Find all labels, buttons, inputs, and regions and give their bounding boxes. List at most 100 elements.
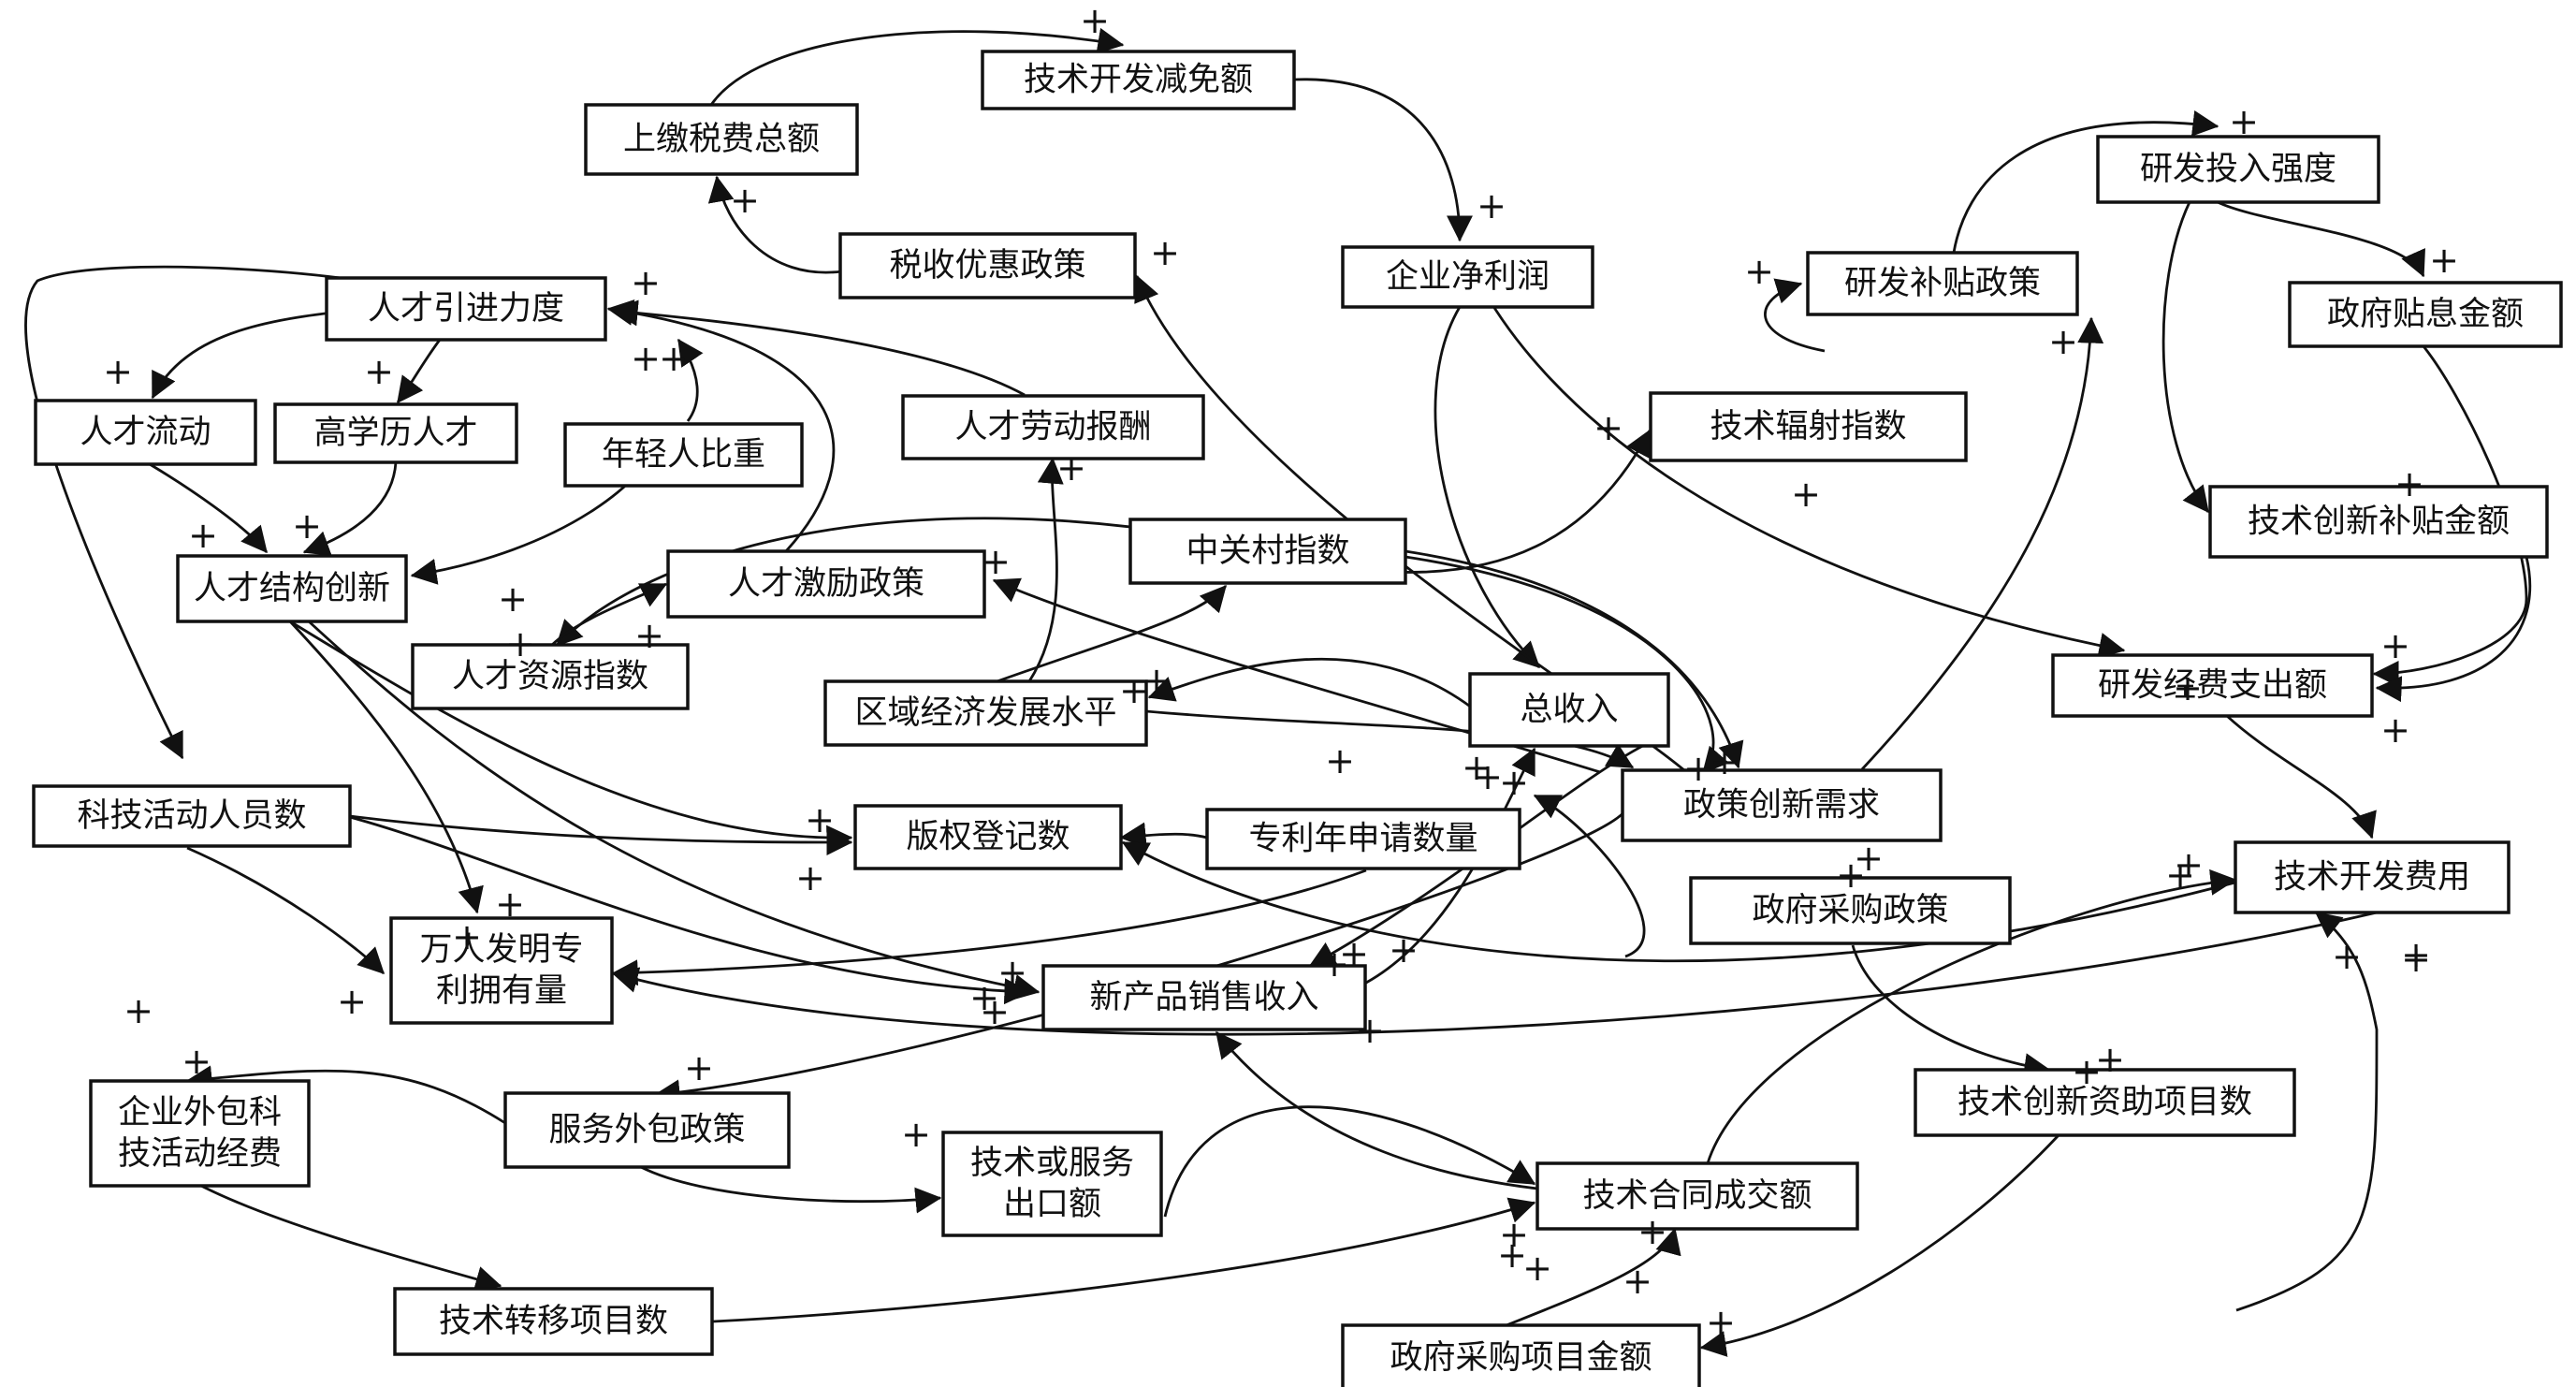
variable-node-fuwu-waibao[interactable]: 服务外包政策 xyxy=(503,1091,791,1169)
causal-link-arrow xyxy=(186,846,385,974)
causal-link-arrow xyxy=(1147,657,1477,713)
polarity-plus-sign: + xyxy=(1119,670,1149,711)
variable-node-jishu-hetong[interactable]: 技术合同成交额 xyxy=(1535,1161,1859,1231)
polarity-plus-sign: + xyxy=(1499,762,1529,803)
variable-box xyxy=(1689,876,2012,945)
variable-label: 人才劳动报酬 xyxy=(954,409,1151,446)
polarity-plus-sign: + xyxy=(1325,740,1355,781)
causal-link-arrow xyxy=(2375,556,2532,703)
variable-box xyxy=(2234,840,2511,914)
variable-node-nianqingren[interactable]: 年轻人比重 xyxy=(563,422,804,488)
variable-box xyxy=(823,679,1148,747)
variable-node-shangjiao-shuifei[interactable]: 上缴税费总额 xyxy=(584,103,859,176)
variable-label: 版权登记数 xyxy=(906,819,1070,856)
causal-link-arrow xyxy=(149,462,269,554)
polarity-plus-sign: + xyxy=(1477,185,1506,226)
variable-node-zongshouru[interactable]: 总收入 xyxy=(1468,672,1670,748)
variable-node-jishu-kaifa-jianmian[interactable]: 技术开发减免额 xyxy=(981,50,1296,110)
variable-node-jishu-zhuanyi[interactable]: 技术转移项目数 xyxy=(393,1287,714,1356)
variable-node-xinchanpin[interactable]: 新产品销售收入 xyxy=(1041,964,1367,1031)
polarity-plus-sign: + xyxy=(2380,709,2410,751)
variable-node-shuishou-youhui[interactable]: 税收优惠政策 xyxy=(838,232,1137,299)
variable-box xyxy=(838,232,1137,299)
polarity-plus-sign: + xyxy=(1499,1214,1529,1255)
variable-node-zhuanli-shenqing[interactable]: 专利年申请数量 xyxy=(1205,808,1521,870)
variable-label: 技活动经费 xyxy=(118,1135,282,1173)
variable-node-rencai-jili[interactable]: 人才激励政策 xyxy=(666,549,986,619)
causal-link-arrow xyxy=(1477,280,2126,659)
variable-label: 专利年申请数量 xyxy=(1248,821,1477,858)
variable-node-qiye-jinglirun[interactable]: 企业净利润 xyxy=(1341,245,1594,309)
causal-link-arrow xyxy=(991,584,1228,685)
causal-link-arrow xyxy=(302,461,398,557)
polarity-plus-sign: + xyxy=(1389,929,1419,971)
variable-node-rencai-liudong[interactable]: 人才流动 xyxy=(34,399,257,466)
variable-box xyxy=(2208,485,2549,559)
polarity-plus-sign: + xyxy=(2165,854,2195,896)
variable-node-rencai-yinjin[interactable]: 人才引进力度 xyxy=(325,276,607,342)
variable-node-zhongguancun[interactable]: 中关村指数 xyxy=(1128,518,1407,585)
variable-box xyxy=(1341,245,1594,309)
variable-node-yanfa-butie[interactable]: 研发补贴政策 xyxy=(1806,251,2079,316)
causal-link-arrow xyxy=(611,299,1026,397)
polarity-plus-sign: + xyxy=(795,857,825,898)
variable-node-rencai-laodong-baochou[interactable]: 人才劳动报酬 xyxy=(901,394,1205,460)
causal-link-arrow xyxy=(1145,709,1635,769)
variable-node-quyu-jingji[interactable]: 区域经济发展水平 xyxy=(823,679,1148,747)
variable-node-jishu-kaifa-feiyong[interactable]: 技术开发费用 xyxy=(2234,840,2511,914)
causal-link-arrow xyxy=(640,1165,942,1214)
causal-link-arrow xyxy=(653,810,1627,1106)
variable-node-zhengfu-caigou-jine[interactable]: 政府采购项目金额 xyxy=(1341,1323,1701,1387)
variable-node-jishu-chuangxin-butie[interactable]: 技术创新补贴金额 xyxy=(2208,485,2549,559)
variable-box xyxy=(393,1287,714,1356)
causal-link-arrow xyxy=(200,1184,502,1292)
causal-link-arrow xyxy=(677,338,704,422)
polarity-plus-sign: + xyxy=(1497,1234,1527,1276)
variable-node-keji-huodong-renyuan[interactable]: 科技活动人员数 xyxy=(32,784,352,848)
variable-label: 税收优惠政策 xyxy=(889,247,1085,285)
variable-box xyxy=(563,422,804,488)
polarity-plus-sign: + xyxy=(1355,1010,1385,1051)
polarity-plus-sign: + xyxy=(805,799,835,840)
variable-label: 总收入 xyxy=(1520,692,1618,729)
causal-link-arrow xyxy=(24,265,448,760)
causal-link-arrow xyxy=(2161,201,2210,514)
variable-label: 技术辐射指数 xyxy=(1710,408,1906,445)
polarity-plus-sign: + xyxy=(2332,936,2362,977)
causal-link-arrow xyxy=(396,339,442,404)
variable-node-rencai-jiegou[interactable]: 人才结构创新 xyxy=(176,554,408,623)
variable-node-banquan[interactable]: 版权登记数 xyxy=(853,804,1123,870)
polarity-plus-sign: + xyxy=(1791,474,1821,515)
variable-node-jishu-chuangxin-zizhu[interactable]: 技术创新资助项目数 xyxy=(1914,1068,2296,1137)
variable-node-zhengfu-tiexi[interactable]: 政府贴息金额 xyxy=(2288,281,2563,348)
variable-box xyxy=(1128,518,1407,585)
polarity-plus-sign: + xyxy=(2072,1051,2102,1092)
variable-node-rencai-ziyuan[interactable]: 人才资源指数 xyxy=(411,643,690,710)
variable-node-gaoxueli[interactable]: 高学历人才 xyxy=(273,402,518,464)
polarity-plus-sign: + xyxy=(124,990,153,1031)
polarity-plus-sign: + xyxy=(684,1047,714,1088)
polarity-plus-sign: + xyxy=(1637,1211,1667,1252)
causal-link-arrow xyxy=(1404,555,1729,775)
variable-label: 利拥有量 xyxy=(436,972,567,1010)
causal-link-arrow xyxy=(2217,200,2425,278)
variable-label: 研发投入强度 xyxy=(2140,151,2336,188)
causal-link-arrow xyxy=(1365,747,1536,985)
causal-link-arrow xyxy=(345,814,1031,1005)
polarity-plus-sign: + xyxy=(495,883,525,925)
variable-node-yanfa-touru-qiangdu[interactable]: 研发投入强度 xyxy=(2096,135,2380,204)
polarity-plus-sign: + xyxy=(188,515,218,556)
causal-link-arrow xyxy=(709,27,1125,106)
causal-link-arrow xyxy=(611,911,2378,1036)
variable-node-zhengfu-caigou-zhengce[interactable]: 政府采购政策 xyxy=(1689,876,2012,945)
polarity-plus-sign: + xyxy=(505,623,535,664)
variable-box xyxy=(2051,653,2374,718)
variable-node-jishu-fushe[interactable]: 技术辐射指数 xyxy=(1649,391,1968,462)
causal-link-arrow xyxy=(1375,429,1652,574)
variable-node-zhengce-xuqiu[interactable]: 政策创新需求 xyxy=(1621,768,1943,842)
variable-node-yanfa-jingfei[interactable]: 研发经费支出额 xyxy=(2051,653,2374,718)
polarity-plus-sign: + xyxy=(997,952,1027,993)
